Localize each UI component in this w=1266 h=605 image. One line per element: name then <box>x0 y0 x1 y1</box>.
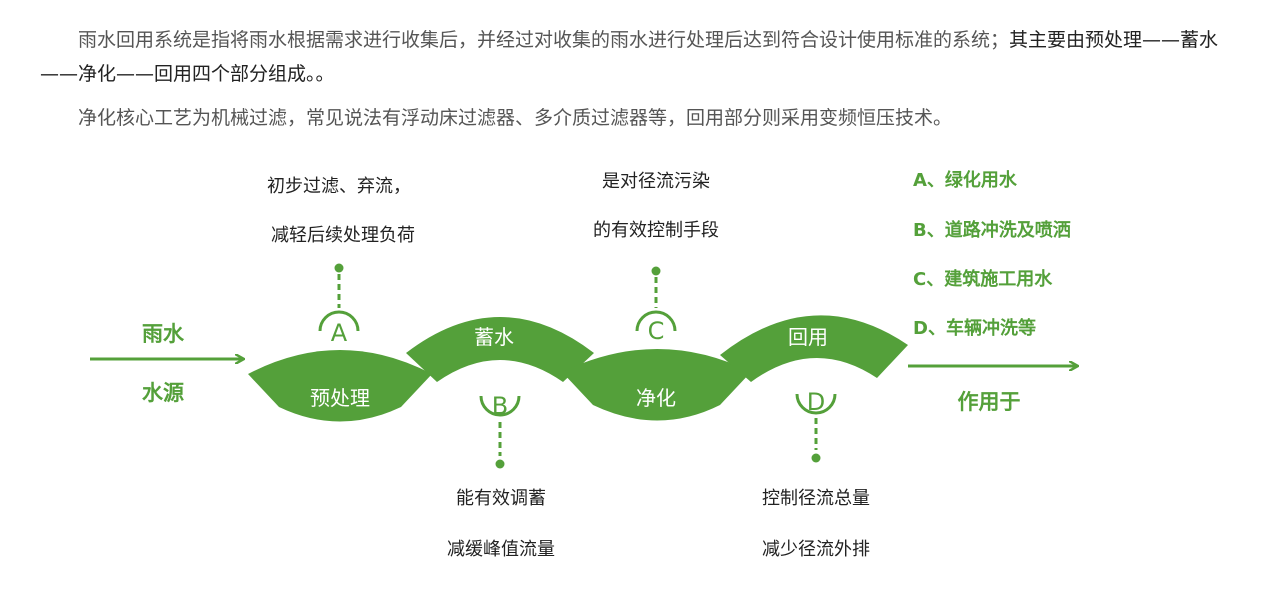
intro-paragraph-1-b: 其主要由预处理——蓄水——净化——回用四个部分组成。。 <box>40 29 1219 85</box>
stage-pretreatment-segment <box>248 350 432 422</box>
marker-d-arc <box>795 393 837 415</box>
intro-paragraph-1-a: 雨水回用系统是指将雨水根据需求进行收集后，并经过对收集的雨水进行处理后达到符合设… <box>78 29 1010 51</box>
marker-a-desc-line-2: 减轻后续处理负荷 <box>271 225 415 246</box>
marker-d: D <box>795 388 837 463</box>
use-item-3: C、建筑施工用水 <box>913 268 1053 290</box>
marker-a-arc <box>318 310 360 332</box>
stage-label-pretreatment: 预处理 <box>310 386 370 410</box>
marker-d-dot <box>811 453 821 463</box>
marker-c-arc <box>635 310 677 332</box>
intro-paragraph-1: 雨水回用系统是指将雨水根据需求进行收集后，并经过对收集的雨水进行处理后达到符合设… <box>40 23 1240 91</box>
marker-c-desc-line-1: 是对径流污染 <box>602 171 710 192</box>
intro-paragraph-2: 净化核心工艺为机械过滤，常见说法有浮动床过滤器、多介质过滤器等，回用部分则采用变… <box>78 107 953 129</box>
marker-c-desc-line-2: 的有效控制手段 <box>593 220 719 241</box>
stage-label-reuse: 回用 <box>788 325 828 349</box>
marker-b-desc-line-2: 减缓峰值流量 <box>447 539 555 560</box>
use-item-1: A、绿化用水 <box>913 169 1018 191</box>
use-item-4: D、车辆冲洗等 <box>913 317 1036 339</box>
marker-a: A <box>318 263 360 347</box>
use-item-2: B、道路冲洗及喷洒 <box>913 219 1071 241</box>
source-label-top: 雨水 <box>142 322 185 346</box>
marker-b-dot <box>495 459 505 469</box>
marker-b: B <box>479 392 521 469</box>
marker-d-desc-line-2: 减少径流外排 <box>762 539 870 560</box>
marker-c-dot <box>651 266 661 276</box>
marker-a-dot <box>334 263 344 273</box>
uses-label: 作用于 <box>958 390 1021 414</box>
marker-a-letter: A <box>331 319 348 347</box>
stage-reuse-segment <box>720 315 908 382</box>
marker-a-desc-line-1: 初步过滤、弃流， <box>267 176 411 197</box>
wave-band <box>248 315 908 422</box>
marker-b-letter: B <box>492 392 508 420</box>
marker-d-letter: D <box>807 388 825 416</box>
marker-d-desc-line-1: 控制径流总量 <box>762 488 870 509</box>
marker-c-letter: C <box>648 317 665 345</box>
source-label-bottom: 水源 <box>142 381 184 405</box>
marker-c: C <box>635 266 677 345</box>
stage-purification-segment <box>562 349 751 421</box>
marker-b-desc-line-1: 能有效调蓄 <box>456 488 546 509</box>
stage-storage-segment <box>406 317 594 382</box>
marker-b-arc <box>479 395 521 417</box>
stage-label-purification: 净化 <box>636 386 676 410</box>
stage-label-storage: 蓄水 <box>474 325 514 349</box>
